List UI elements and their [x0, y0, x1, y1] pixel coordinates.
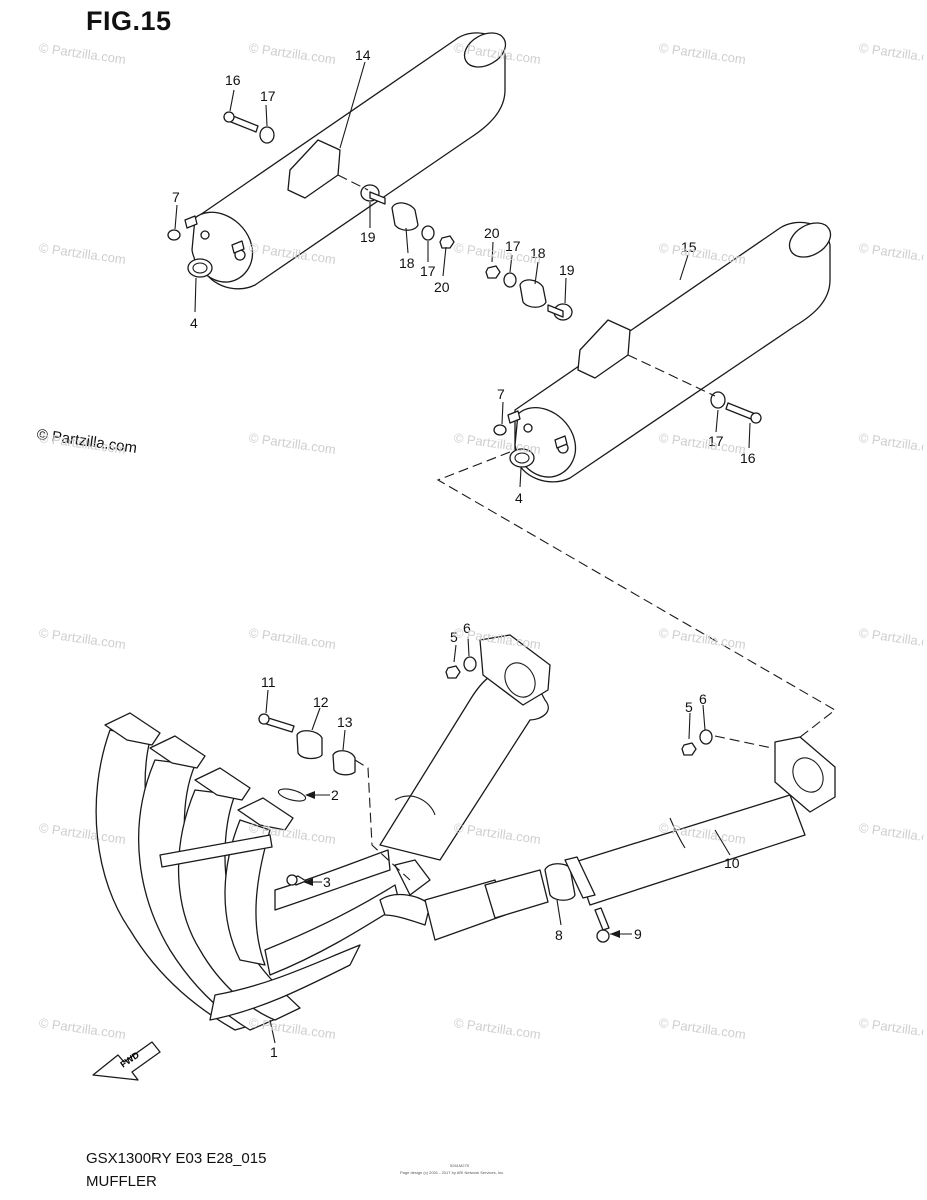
callout-6: 6 — [699, 691, 707, 707]
callout-17: 17 — [505, 238, 521, 254]
callout-11: 11 — [261, 674, 276, 690]
callout-4: 4 — [190, 315, 198, 331]
callout-20: 20 — [434, 279, 450, 295]
hardware-lower — [258, 656, 773, 886]
hardware-upper-right — [485, 265, 762, 424]
callout-8: 8 — [555, 927, 563, 943]
callout-1: 1 — [270, 1044, 278, 1060]
figure-name: MUFFLER — [86, 1173, 157, 1190]
callout-2: 2 — [331, 787, 339, 803]
callout-18: 18 — [530, 245, 546, 261]
callout-17: 17 — [420, 263, 436, 279]
callout-9: 9 — [634, 926, 642, 942]
callout-17: 17 — [260, 88, 276, 104]
callout-18: 18 — [399, 255, 415, 271]
fwd-arrow-icon: FWD — [92, 1041, 161, 1081]
callout-4: 4 — [515, 490, 523, 506]
connection-line — [436, 451, 836, 746]
callout-3: 3 — [323, 874, 331, 890]
callout-20: 20 — [484, 225, 500, 241]
front-pipe — [379, 634, 551, 861]
callout-19: 19 — [559, 262, 575, 278]
callout-7: 7 — [172, 189, 180, 205]
rear-pipe — [544, 736, 836, 943]
arrowheads — [303, 791, 620, 938]
muffler-left — [184, 32, 507, 290]
hardware-upper-left — [167, 111, 455, 249]
callout-5: 5 — [450, 629, 458, 645]
callout-14: 14 — [355, 47, 371, 63]
callout-16: 16 — [225, 72, 241, 88]
exhaust-headers — [95, 712, 549, 1031]
callout-12: 12 — [313, 694, 329, 710]
callout-16: 16 — [740, 450, 756, 466]
model-code: GSX1300RY E03 E28_015 — [86, 1150, 267, 1167]
credit-line: Page design (c) 2001 - 2017 by ARI Netwo… — [400, 1170, 505, 1175]
callout-15: 15 — [681, 239, 697, 255]
callout-17: 17 — [708, 433, 724, 449]
figure-code: 5261M275 — [450, 1163, 469, 1168]
callout-19: 19 — [360, 229, 376, 245]
callout-13: 13 — [337, 714, 353, 730]
figure-title: FIG.15 — [86, 6, 172, 36]
muffler-right — [493, 221, 832, 483]
callout-7: 7 — [497, 386, 505, 402]
callout-6: 6 — [463, 620, 471, 636]
callouts: 14 16 17 7 4 19 18 17 20 20 17 18 19 15 … — [172, 47, 756, 1060]
callout-10: 10 — [724, 855, 740, 871]
leader-lines — [174, 61, 751, 1044]
callout-5: 5 — [685, 699, 693, 715]
